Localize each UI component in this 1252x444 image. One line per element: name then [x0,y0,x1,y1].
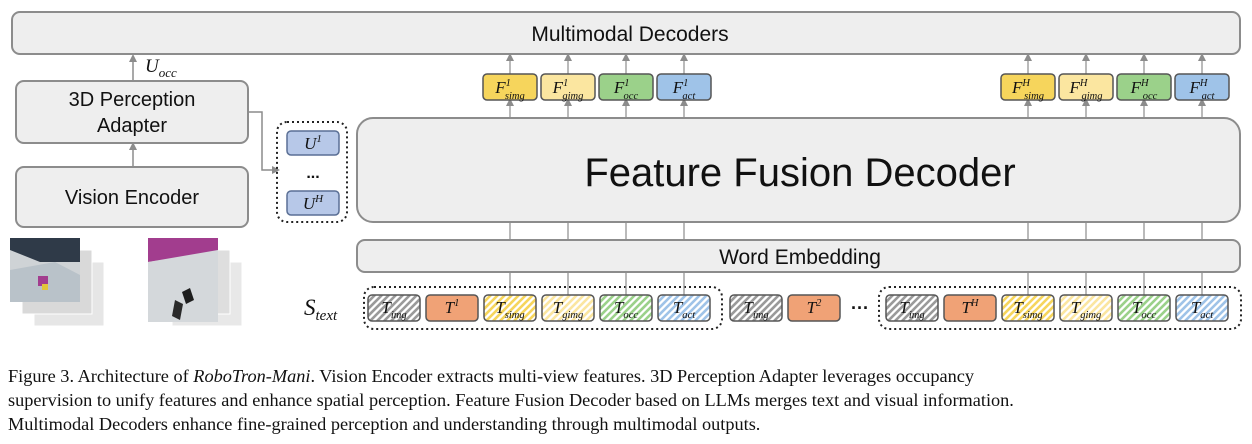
caption-line-1: Figure 3. Architecture of RoboTron-Mani.… [8,364,1246,388]
token-gh-t: TH [944,295,996,321]
camera-view-1 [10,238,104,326]
u-token-ellipsis: ... [306,165,319,182]
caption-line-2: supervision to unify features and enhanc… [8,388,1246,412]
camera-view-2 [148,238,242,326]
s-text-label: Stext [304,295,338,324]
architecture-diagram: Multimodal Decoders Uocc 3D Perception A… [0,0,1252,360]
vision-encoder-label: Vision Encoder [65,187,200,209]
token-g1-t: T1 [426,295,478,321]
vision-encoder-box: Vision Encoder [16,167,248,227]
word-embedding-box: Word Embedding [357,240,1240,272]
caption-line-3: Multimodal Decoders enhance fine-grained… [8,412,1246,436]
multimodal-decoders-label: Multimodal Decoders [531,23,728,46]
perception-adapter-label-2: Adapter [97,115,167,137]
word-embedding-label: Word Embedding [719,246,881,269]
feature-fusion-decoder-box: Feature Fusion Decoder [357,118,1240,222]
feature-fusion-decoder-label: Feature Fusion Decoder [584,151,1015,195]
token-dots: ··· [851,298,869,318]
token-mid-t: T2 [788,295,840,321]
perception-adapter-box: 3D Perception Adapter [16,81,248,143]
adapter-to-u-connector [248,112,276,170]
figure-caption: Figure 3. Architecture of RoboTron-Mani.… [8,364,1246,436]
model-name: RoboTron-Mani [193,366,310,386]
perception-adapter-label-1: 3D Perception [69,89,196,111]
multimodal-decoders-box: Multimodal Decoders [12,12,1240,54]
u-token-group: U1 ... UH [277,122,347,222]
u-occ-label: Uocc [145,56,177,80]
